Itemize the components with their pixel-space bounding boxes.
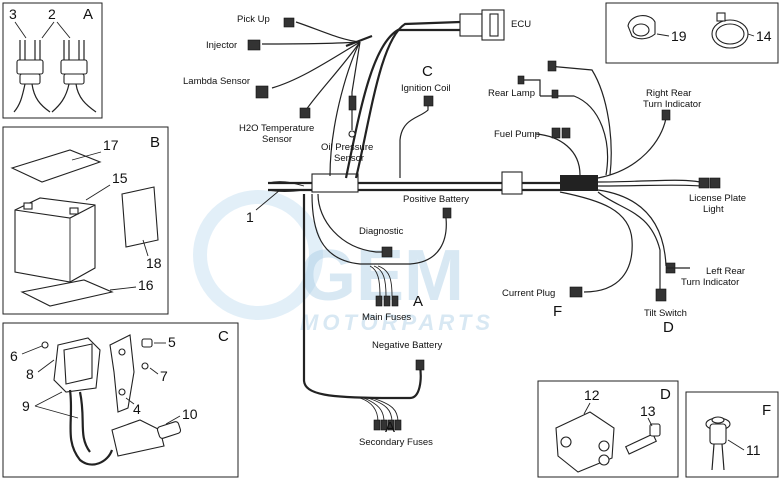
- ref-tilt-switch: D: [663, 319, 674, 336]
- label-right-rear-line1: Right Rear: [646, 88, 691, 99]
- label-positive-battery: Positive Battery: [403, 194, 469, 205]
- panel-d-tilt-switch: D 12 13: [537, 380, 679, 478]
- label-h2o-temp-line1: H2O Temperature: [239, 123, 314, 134]
- label-right-rear-line2: Turn Indicator: [643, 99, 701, 110]
- ref-secondary-fuses: A: [385, 419, 395, 436]
- callout-1: 1: [246, 209, 254, 225]
- callout-18: 18: [146, 255, 162, 271]
- panel-a-connectors: A 3 2: [2, 2, 103, 119]
- callout-10: 10: [182, 406, 198, 422]
- label-oil-pressure-line2: Sensor: [334, 153, 364, 164]
- label-main-fuses: Main Fuses: [362, 312, 411, 323]
- label-rear-lamp: Rear Lamp: [488, 88, 535, 99]
- label-oil-pressure-line1: Oil Pressure: [321, 142, 373, 153]
- panel-c-letter: C: [218, 328, 229, 345]
- main-harness: 1: [246, 9, 721, 431]
- callout-5: 5: [168, 334, 176, 350]
- callout-4: 4: [133, 401, 141, 417]
- callout-3: 3: [9, 6, 17, 22]
- callout-17: 17: [103, 137, 119, 153]
- callout-11: 11: [746, 442, 761, 458]
- callout-14: 14: [756, 28, 772, 44]
- label-h2o-temp-line2: Sensor: [262, 134, 292, 145]
- panel-f-current-plug: F 11: [685, 391, 779, 478]
- label-secondary-fuses: Secondary Fuses: [359, 437, 433, 448]
- callout-16: 16: [138, 277, 154, 293]
- harness-labels: Pick Up Injector Lambda Sensor H2O Tempe…: [183, 14, 746, 448]
- label-ignition-coil: Ignition Coil: [401, 83, 451, 94]
- label-license-line1: License Plate: [689, 193, 746, 204]
- label-diagnostic: Diagnostic: [359, 226, 404, 237]
- callout-6: 6: [10, 348, 18, 364]
- label-ecu: ECU: [511, 19, 531, 30]
- callout-9: 9: [22, 398, 30, 414]
- ref-main-fuses: A: [413, 293, 423, 310]
- callout-13: 13: [640, 403, 656, 419]
- label-fuel-pump: Fuel Pump: [494, 129, 540, 140]
- panel-b-letter: B: [150, 134, 160, 151]
- callout-2: 2: [48, 6, 56, 22]
- ref-current-plug: F: [553, 303, 562, 320]
- label-lambda-sensor: Lambda Sensor: [183, 76, 250, 87]
- panel-d-letter: D: [660, 386, 671, 403]
- callout-7: 7: [160, 368, 168, 384]
- panel-f-letter: F: [762, 402, 771, 419]
- callout-12: 12: [584, 387, 600, 403]
- label-left-rear-line1: Left Rear: [706, 266, 745, 277]
- panel-b-battery: B 17 15 18 16: [2, 126, 169, 315]
- panel-clamps: 19 14: [605, 2, 779, 64]
- label-pickup: Pick Up: [237, 14, 270, 25]
- label-injector: Injector: [206, 40, 237, 51]
- watermark-text: MOTORPARTS: [300, 310, 494, 335]
- callout-15: 15: [112, 170, 128, 186]
- panel-c-ignition-coil: C 6 8 4 5 7 9 10: [2, 322, 239, 478]
- label-license-line2: Light: [703, 204, 724, 215]
- callout-19: 19: [671, 28, 687, 44]
- label-negative-battery: Negative Battery: [372, 340, 442, 351]
- ref-ignition-coil: C: [422, 63, 433, 80]
- panel-a-letter: A: [83, 6, 93, 23]
- label-left-rear-line2: Turn Indicator: [681, 277, 739, 288]
- callout-8: 8: [26, 366, 34, 382]
- label-tilt-switch: Tilt Switch: [644, 308, 687, 319]
- label-current-plug: Current Plug: [502, 288, 555, 299]
